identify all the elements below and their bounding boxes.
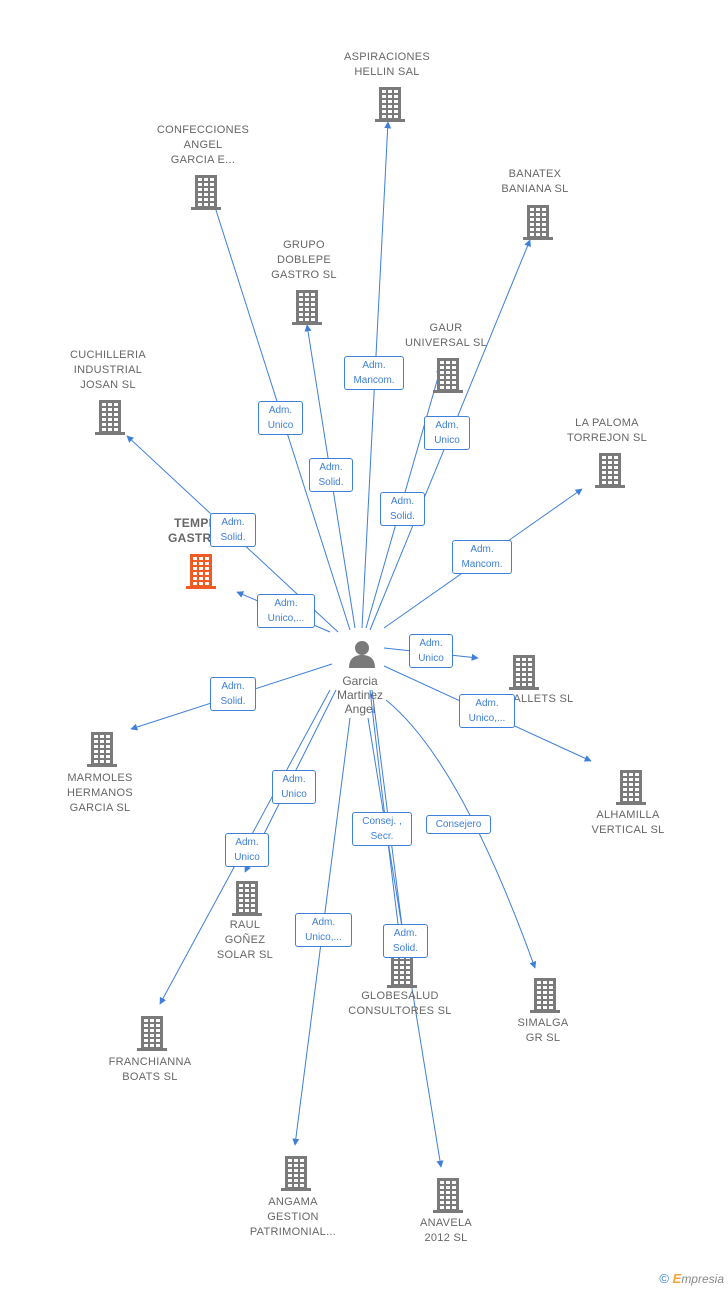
- building-icon[interactable]: [430, 355, 466, 395]
- company-label[interactable]: CONFECCIONES ANGEL GARCIA E...: [156, 124, 250, 166]
- building-icon-svg: [292, 290, 322, 325]
- building-icon[interactable]: [384, 950, 420, 990]
- building-icon-svg: [232, 881, 262, 916]
- company-label[interactable]: BANATEX BANIANA SL: [501, 168, 569, 195]
- building-icon[interactable]: [183, 551, 219, 591]
- building-icon-svg: [523, 205, 553, 240]
- edge-label-templo[interactable]: Adm. Unico,...: [257, 594, 315, 628]
- footer-brand[interactable]: © Empresia: [659, 1271, 724, 1286]
- building-icon[interactable]: [520, 202, 556, 242]
- edge-simalga: [385, 699, 537, 969]
- person-name[interactable]: Garcia Martinez Angel: [336, 674, 383, 716]
- building-icon-svg: [509, 655, 539, 690]
- building-icon[interactable]: [188, 172, 224, 212]
- building-icon-svg: [616, 770, 646, 805]
- edge-label-pallets[interactable]: Adm. Unico: [409, 634, 453, 668]
- building-icon[interactable]: [430, 1175, 466, 1215]
- edge-label-gaur[interactable]: Adm. Solid.: [380, 492, 425, 526]
- person-node[interactable]: [346, 638, 378, 670]
- company-label[interactable]: CUCHILLERIA INDUSTRIAL JOSAN SL: [69, 349, 147, 391]
- edge-label-franchianna[interactable]: Adm. Unico: [225, 833, 269, 867]
- edge-label-simalga[interactable]: Consejero: [426, 815, 491, 834]
- building-icon-svg: [87, 732, 117, 767]
- building-icon[interactable]: [229, 878, 265, 918]
- building-icon[interactable]: [84, 729, 120, 769]
- building-icon-svg: [375, 87, 405, 122]
- company-label[interactable]: GAUR UNIVERSAL SL: [404, 322, 488, 349]
- building-icon[interactable]: [506, 652, 542, 692]
- company-label[interactable]: RAUL GOÑEZ SOLAR SL: [216, 919, 274, 961]
- building-icon[interactable]: [289, 287, 325, 327]
- building-icon[interactable]: [372, 84, 408, 124]
- building-icon-svg: [433, 358, 463, 393]
- edge-label-cuchilleria[interactable]: Adm. Solid.: [210, 513, 256, 547]
- building-icon[interactable]: [134, 1013, 170, 1053]
- edge-label-grupo[interactable]: Adm. Solid.: [309, 458, 353, 492]
- building-icon-svg: [281, 1156, 311, 1191]
- building-icon[interactable]: [527, 975, 563, 1015]
- company-label[interactable]: LA PALOMA TORREJON SL: [566, 417, 648, 444]
- edge-label-confecciones[interactable]: Adm. Unico: [258, 401, 303, 435]
- building-icon-svg: [433, 1178, 463, 1213]
- brand-logo-letter: E: [672, 1271, 682, 1286]
- building-icon-svg: [95, 400, 125, 435]
- building-icon-svg: [530, 978, 560, 1013]
- building-icon-svg: [191, 175, 221, 210]
- edge-label-angama[interactable]: Adm. Unico,...: [295, 913, 352, 947]
- edge-label-alhamilla[interactable]: Adm. Unico,...: [459, 694, 515, 728]
- building-icon[interactable]: [613, 767, 649, 807]
- company-label[interactable]: ANGAMA GESTION PATRIMONIAL...: [249, 1196, 337, 1238]
- edge-label-marmoles[interactable]: Adm. Solid.: [210, 677, 256, 711]
- building-icon-svg: [137, 1016, 167, 1051]
- company-label[interactable]: FRANCHIANNA BOATS SL: [108, 1056, 192, 1083]
- building-icon[interactable]: [592, 450, 628, 490]
- company-label[interactable]: SIMALGA GR SL: [517, 1017, 569, 1044]
- copyright-symbol: ©: [659, 1271, 670, 1286]
- building-icon-svg: [595, 453, 625, 488]
- edge-label-raul[interactable]: Adm. Unico: [272, 770, 316, 804]
- edge-label-lapaloma[interactable]: Adm. Mancom.: [452, 540, 512, 574]
- company-label[interactable]: ALHAMILLA VERTICAL SL: [591, 809, 665, 836]
- building-icon-svg: [387, 953, 417, 988]
- edge-label-banatex[interactable]: Adm. Unico: [424, 416, 470, 450]
- company-label[interactable]: ANAVELA 2012 SL: [419, 1217, 473, 1244]
- company-label[interactable]: ASPIRACIONES HELLIN SAL: [343, 51, 431, 78]
- edge-label-aspiraciones[interactable]: Adm. Mancom.: [344, 356, 404, 390]
- edge-label-globesalud[interactable]: Consej. , Secr.: [352, 812, 412, 846]
- company-label[interactable]: PALLETS SL: [506, 693, 574, 705]
- building-icon-svg: [186, 554, 216, 589]
- edge-label-anavela[interactable]: Adm. Solid.: [383, 924, 428, 958]
- person-icon: [349, 641, 375, 668]
- building-icon[interactable]: [278, 1153, 314, 1193]
- brand-name: mpresia: [681, 1272, 724, 1286]
- building-icon[interactable]: [92, 397, 128, 437]
- company-label[interactable]: GLOBESALUD CONSULTORES SL: [348, 990, 452, 1017]
- company-label[interactable]: MARMOLES HERMANOS GARCIA SL: [67, 772, 133, 814]
- company-label[interactable]: GRUPO DOBLEPE GASTRO SL: [271, 239, 337, 281]
